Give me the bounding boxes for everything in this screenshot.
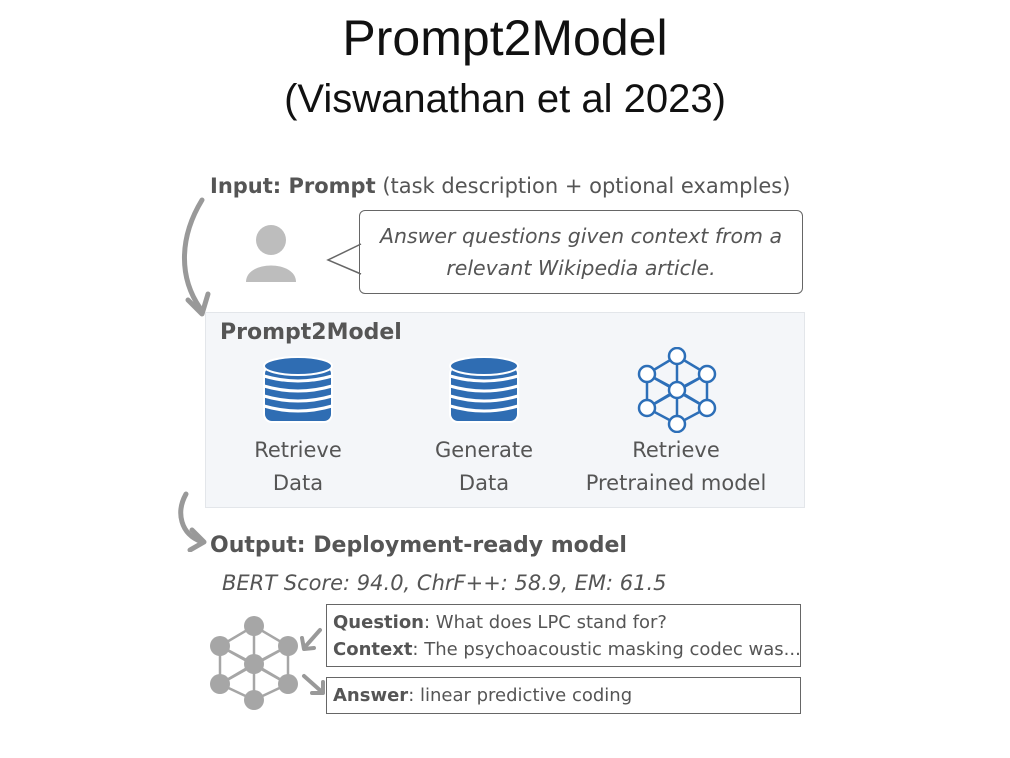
- question-text: : What does LPC stand for?: [424, 612, 667, 633]
- question-context-box: Question: What does LPC stand for? Conte…: [326, 604, 801, 667]
- input-heading: Input: Prompt (task description + option…: [210, 172, 790, 200]
- context-text: : The psychoacoustic masking codec was..…: [412, 639, 801, 660]
- component-label-line1: Retrieve: [632, 438, 720, 462]
- score-line: BERT Score: 94.0, ChrF++: 58.9, EM: 61.5: [222, 571, 667, 595]
- neural-network-icon: [637, 347, 717, 433]
- context-label: Context: [333, 639, 413, 660]
- answer-label: Answer: [333, 685, 409, 706]
- panel-title: Prompt2Model: [220, 320, 402, 345]
- slide-subtitle: (Viswanathan et al 2023): [284, 77, 726, 121]
- database-icon: [449, 356, 519, 423]
- component-label-line2: Data: [458, 471, 510, 495]
- component-label-line1: Generate: [434, 438, 534, 462]
- database-icon: [263, 356, 333, 423]
- neural-network-icon: [210, 616, 298, 710]
- question-label: Question: [333, 612, 424, 633]
- component-label-line2: Data: [272, 471, 324, 495]
- user-icon: [246, 225, 296, 282]
- component-label-generate-data: Generate Data: [424, 434, 544, 500]
- arrow-in-icon: [300, 628, 322, 651]
- component-label-line2: Pretrained model: [585, 471, 767, 495]
- component-label-retrieve-data: Retrieve Data: [238, 434, 358, 500]
- slide-title: Prompt2Model: [342, 10, 668, 66]
- prompt-bubble: Answer questions given context from a re…: [359, 210, 803, 294]
- input-label: Input: Prompt: [210, 174, 376, 198]
- component-label-retrieve-model: Retrieve Pretrained model: [574, 434, 778, 500]
- curved-arrow-icon: [178, 491, 207, 552]
- output-label: Output: Deployment-ready model: [210, 533, 627, 558]
- curved-arrow-icon: [182, 197, 211, 317]
- arrow-out-icon: [302, 674, 325, 695]
- prompt-text: Answer questions given context from a re…: [379, 224, 783, 280]
- context-line: Context: The psychoacoustic masking code…: [333, 636, 800, 663]
- answer-box: Answer: linear predictive coding: [326, 677, 801, 714]
- speech-bubble-tail-icon: [326, 243, 362, 275]
- component-label-line1: Retrieve: [254, 438, 342, 462]
- question-line: Question: What does LPC stand for?: [333, 609, 794, 636]
- input-detail: (task description + optional examples): [382, 174, 791, 198]
- answer-text: : linear predictive coding: [408, 685, 633, 706]
